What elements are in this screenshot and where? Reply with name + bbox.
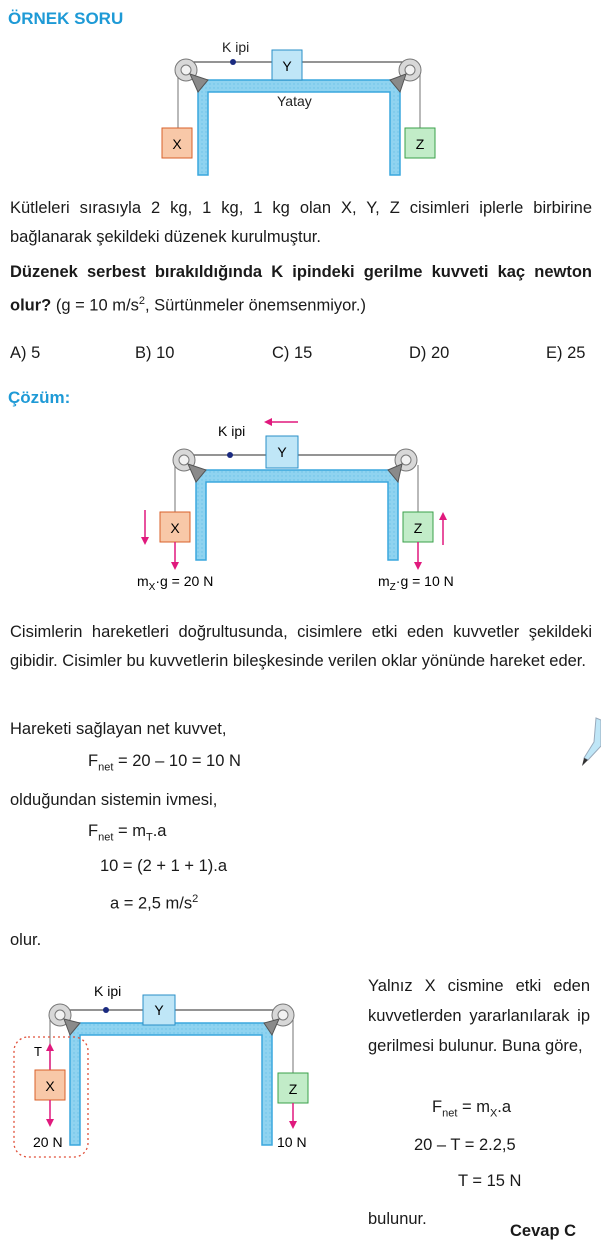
example-diagram: K ipi Y Yatay X Z xyxy=(161,39,436,176)
equation-x-newton: Fnet = mX.a xyxy=(432,1098,512,1120)
free-body-diagram: K ipi Y T X 20 N Z 10 N xyxy=(13,983,309,1158)
svg-text:mX·g = 20 N: mX·g = 20 N xyxy=(137,573,213,590)
tension-arrow-icon xyxy=(46,1043,54,1070)
option-c: C) 15 xyxy=(272,344,313,362)
answer-label: Cevap C xyxy=(510,1222,577,1240)
svg-text:K ipi: K ipi xyxy=(222,39,249,55)
svg-text:X: X xyxy=(170,520,180,536)
option-a: A) 5 xyxy=(10,344,41,362)
result-text: olur. xyxy=(10,931,42,949)
motion-arrow-down-icon xyxy=(141,510,149,545)
question-text: Düzenek serbest bırakıldığında K ipindek… xyxy=(10,263,592,315)
svg-text:20 N: 20 N xyxy=(33,1134,63,1150)
svg-text:K ipi: K ipi xyxy=(218,423,245,439)
equation-acceleration: a = 2,5 m/s2 xyxy=(110,893,199,913)
explanation-text: Cisimlerin hareketleri doğrultusunda, ci… xyxy=(10,623,592,670)
left-pulley-icon xyxy=(174,58,209,93)
right-pulley-icon xyxy=(387,448,418,484)
svg-text:Y: Y xyxy=(154,1002,164,1018)
solution-diagram: K ipi Y X mX·g = 20 N Z mZ·g = 10 N xyxy=(137,418,454,590)
solution-heading: Çözüm: xyxy=(8,388,71,407)
svg-text:Y: Y xyxy=(277,444,287,460)
weight-arrow-z-icon xyxy=(289,1103,297,1129)
svg-text:X: X xyxy=(172,136,182,152)
svg-text:T: T xyxy=(34,1044,42,1059)
final-text: bulunur. xyxy=(368,1210,427,1228)
svg-text:Y: Y xyxy=(282,58,292,74)
option-b: B) 10 xyxy=(135,344,175,362)
equation-net-force: Fnet = 20 – 10 = 10 N xyxy=(88,752,241,774)
svg-text:Yatay: Yatay xyxy=(277,93,312,109)
weight-arrow-x-icon xyxy=(171,542,179,570)
equation-tension-sub: 20 – T = 2.2,5 xyxy=(414,1136,516,1154)
right-pulley-icon xyxy=(263,1003,295,1037)
motion-arrow-left-icon xyxy=(264,418,298,426)
motion-arrow-up-icon xyxy=(439,512,447,545)
left-pulley-icon xyxy=(172,448,207,483)
tension-explanation: Yalnız X cismine etki eden kuvvetlerden … xyxy=(368,977,590,1055)
problem-text: Kütleleri sırasıyla 2 kg, 1 kg, 1 kg ola… xyxy=(10,199,592,246)
equation-tension-result: T = 15 N xyxy=(458,1172,522,1190)
pen-icon xyxy=(582,717,601,766)
weight-arrow-z-icon xyxy=(414,542,422,570)
svg-text:10 N: 10 N xyxy=(277,1134,307,1150)
svg-text:Z: Z xyxy=(416,136,425,152)
svg-text:Z: Z xyxy=(414,520,423,536)
weight-arrow-x-icon xyxy=(46,1100,54,1127)
highlight-box xyxy=(13,1036,89,1158)
svg-text:Z: Z xyxy=(289,1081,298,1097)
example-heading: ÖRNEK SORU xyxy=(8,9,124,28)
svg-text:mZ·g = 10 N: mZ·g = 10 N xyxy=(378,573,454,590)
equation-substitution: 10 = (2 + 1 + 1).a xyxy=(100,857,228,875)
net-force-intro: Hareketi sağlayan net kuvvet, xyxy=(10,720,227,738)
equation-newton: Fnet = mT.a xyxy=(88,822,167,844)
acceleration-intro: olduğundan sistemin ivmesi, xyxy=(10,791,218,809)
right-pulley-icon xyxy=(389,58,422,94)
svg-text:K ipi: K ipi xyxy=(94,983,121,999)
left-pulley-icon xyxy=(48,1003,81,1036)
svg-text:X: X xyxy=(45,1078,55,1094)
option-e: E) 25 xyxy=(546,344,586,362)
option-d: D) 20 xyxy=(409,344,450,362)
